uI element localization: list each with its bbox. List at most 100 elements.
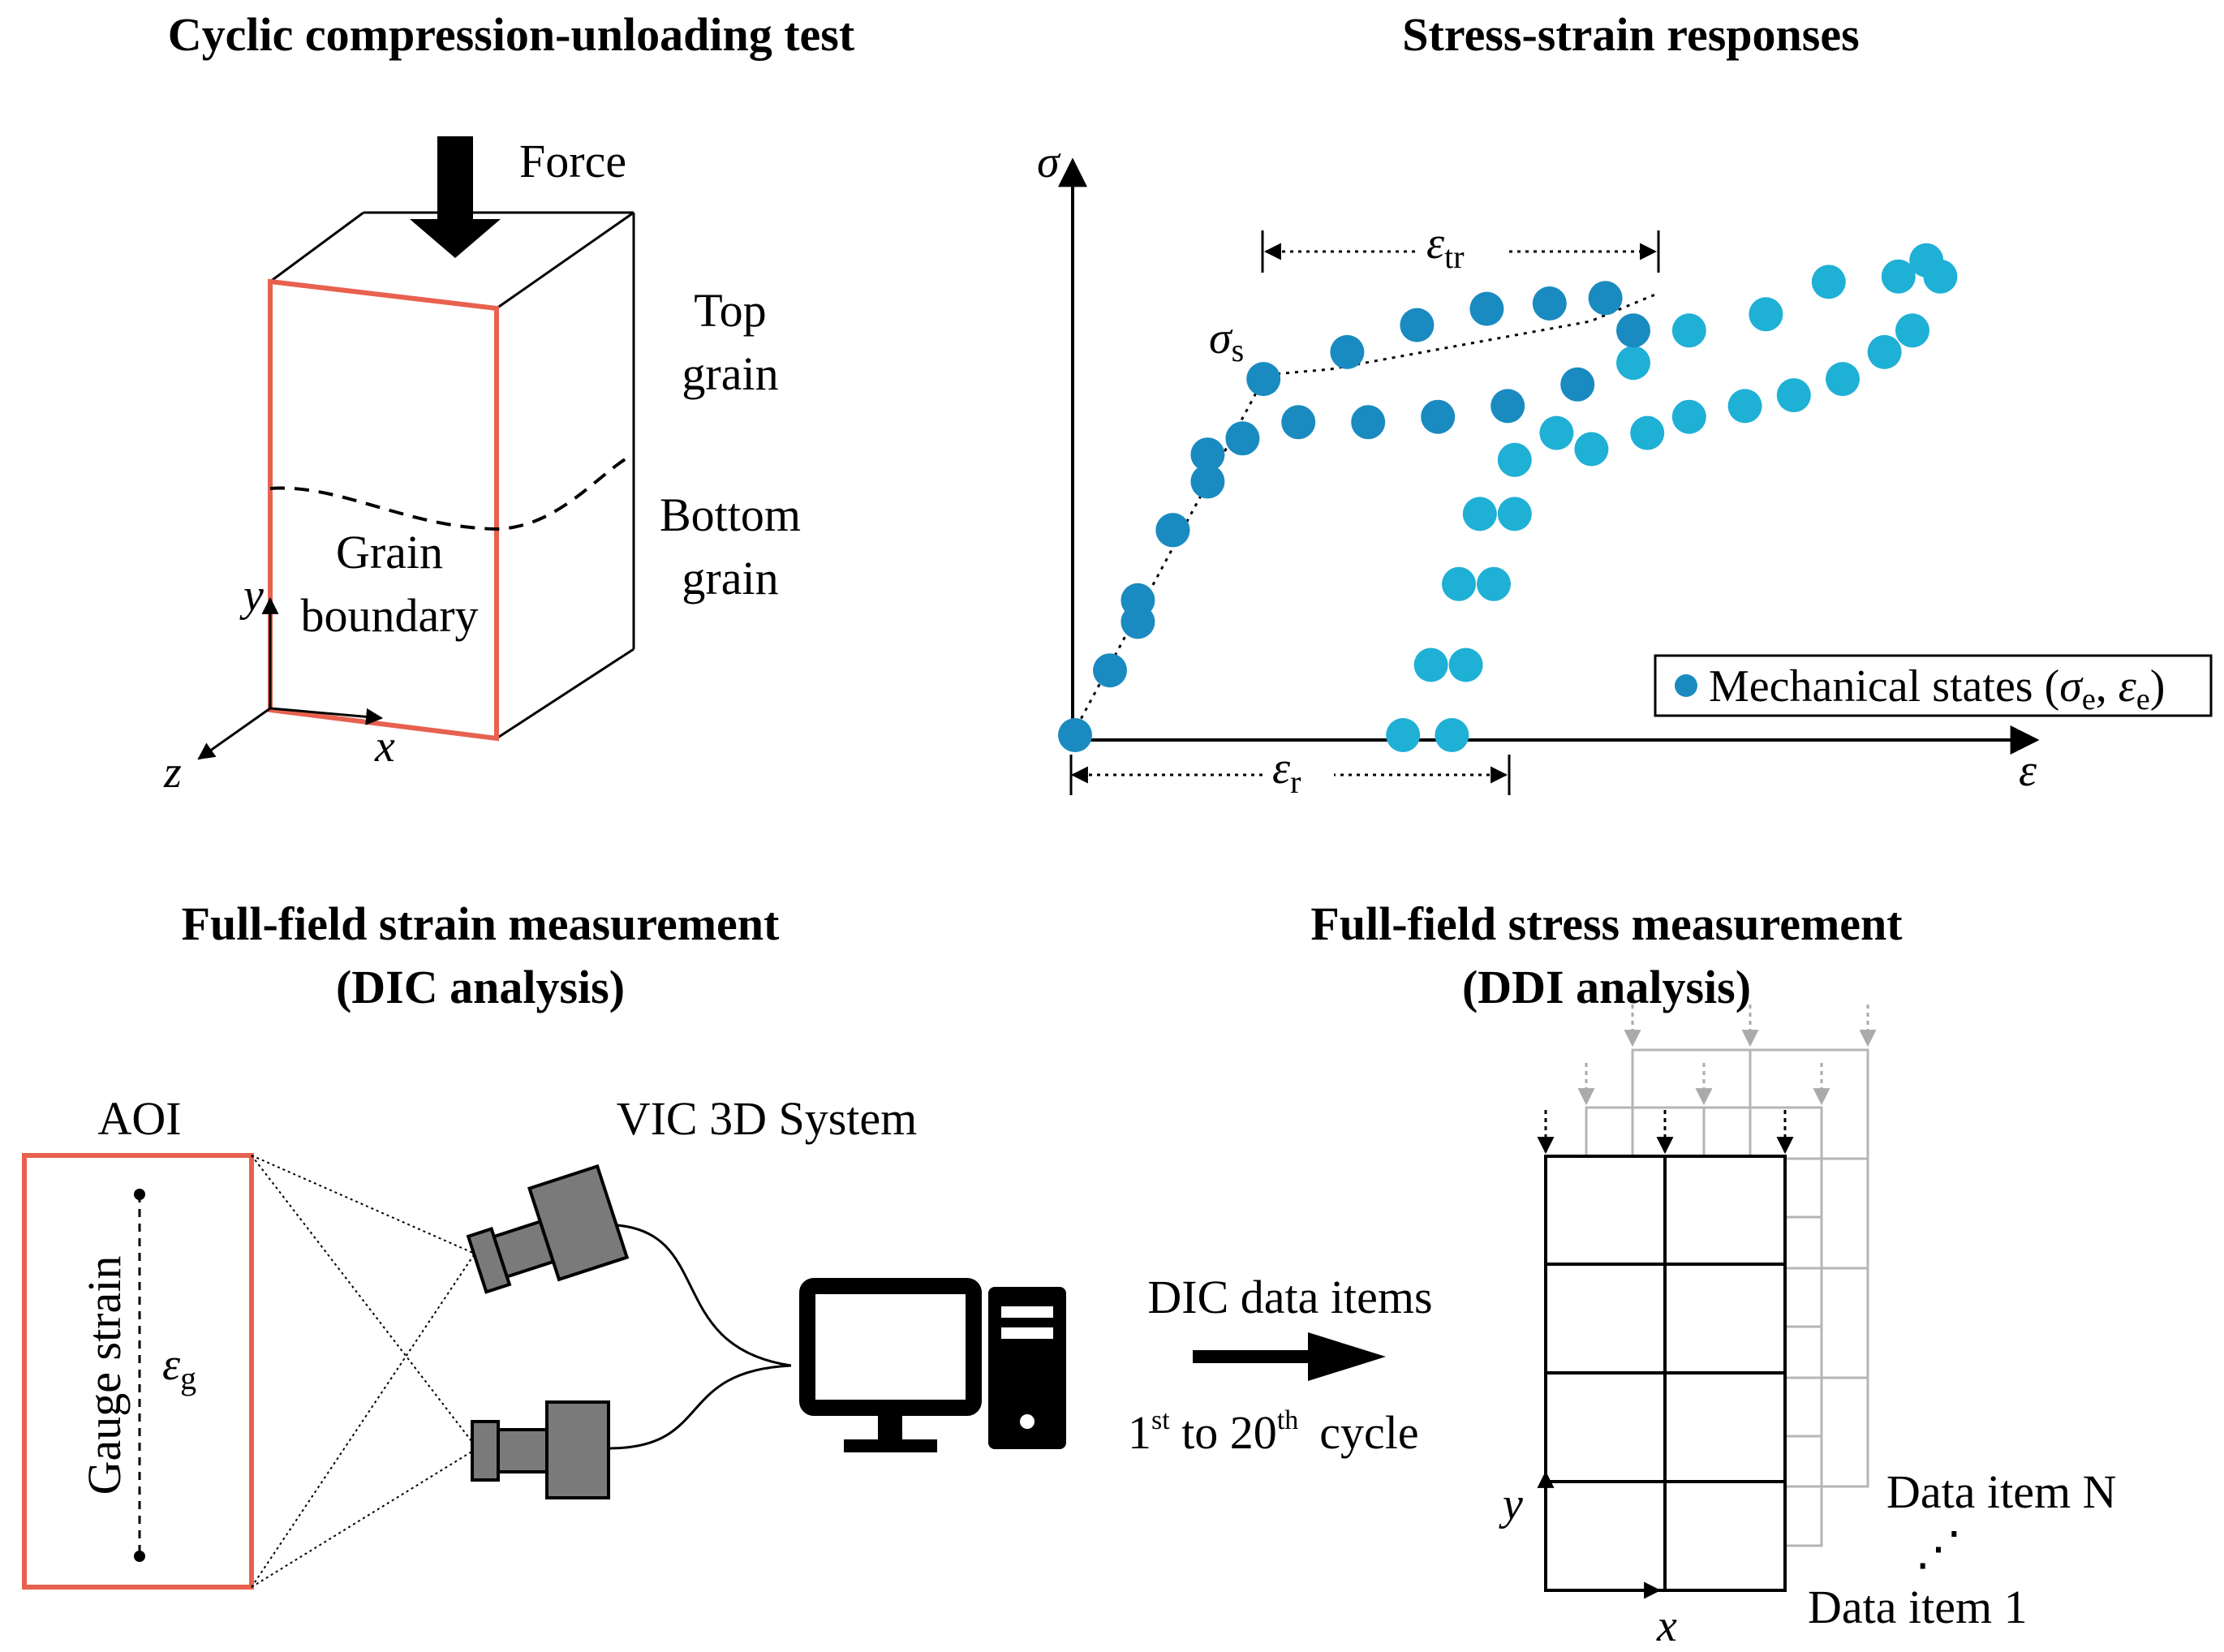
stress-strain-title: Stress-strain responses (1402, 8, 1859, 61)
camera-top-icon (466, 1164, 630, 1294)
mechanical-state-point-light-25 (1616, 346, 1650, 381)
mechanical-state-point-dark-9 (1469, 291, 1504, 326)
mechanical-state-point-dark-16 (1351, 405, 1386, 440)
mechanical-state-point-light-9 (1497, 442, 1532, 477)
specimen-axis-y: y (239, 570, 264, 621)
data-item-1-arrows (1537, 1110, 1794, 1155)
legend-box (1654, 654, 2213, 717)
vic-system-label: VIC 3D System (617, 1092, 918, 1145)
gauge-point-top (134, 1189, 145, 1200)
mechanical-state-point-light-21 (1881, 259, 1916, 294)
sigma-s-label: σs (1209, 313, 1244, 368)
mechanical-state-point-dark-18 (1225, 421, 1260, 456)
bottom-grain-line1: Bottom (660, 488, 801, 541)
gauge-strain-label: Gauge strain (78, 1256, 131, 1495)
bottom-grain-line2: grain (682, 552, 778, 604)
cyclic-test-title: Cyclic compression-unloading test (168, 8, 855, 61)
epsilon-tr-label: εtr (1426, 218, 1465, 275)
mechanical-state-point-light-24 (1671, 313, 1706, 348)
panel-ddi: Full-field stress measurement (DDI analy… (1310, 897, 2116, 1651)
mechanical-state-point-dark-5 (1190, 437, 1225, 472)
force-arrow-icon (410, 136, 501, 258)
loading-envelope (1071, 293, 1656, 735)
mechanical-state-points (1058, 243, 1958, 752)
ddi-title-line1: Full-field stress measurement (1310, 897, 1903, 950)
ddi-axis-y: y (1499, 1479, 1523, 1529)
mechanical-state-point-light-13 (1671, 399, 1706, 434)
mechanical-state-point-light-17 (1867, 334, 1902, 369)
specimen-front-face (268, 278, 499, 742)
legend-text: Mechanical states (σe, εe) (1709, 661, 2165, 716)
epsilon-r-label: εr (1272, 743, 1301, 800)
legend-marker (1675, 674, 1697, 697)
specimen-prism (269, 211, 635, 740)
data-item-1-label: Data item 1 (1808, 1581, 2028, 1633)
computer-icon (799, 1278, 1066, 1452)
mechanical-state-point-dark-12 (1616, 313, 1650, 348)
mechanical-state-point-light-6 (1477, 566, 1511, 601)
ddi-axes (1537, 1470, 1662, 1599)
mechanical-state-point-light-11 (1574, 432, 1609, 467)
mechanical-state-point-light-23 (1749, 297, 1783, 332)
epsilon-g-label: εg (162, 1340, 196, 1396)
mechanical-state-point-dark-21 (1121, 604, 1155, 639)
data-item-n-arrows (1624, 1005, 1877, 1048)
ddi-title-line2: (DDI analysis) (1462, 961, 1751, 1013)
mechanical-state-point-light-1 (1386, 718, 1421, 752)
epsilon-axis-label: ε (2019, 746, 2037, 796)
epsilon-r-label-bg (1263, 746, 1334, 803)
ddi-axis-x: x (1656, 1601, 1677, 1651)
panel-cyclic-test: Cyclic compression-unloading test Force … (163, 8, 855, 798)
grain-boundary-line (269, 453, 635, 531)
mechanical-state-point-dark-14 (1491, 389, 1525, 424)
mechanical-state-point-light-8 (1497, 497, 1532, 531)
dic-title-line1: Full-field strain measurement (182, 897, 780, 950)
specimen-axis-x: x (374, 721, 395, 772)
top-grain-line2: grain (682, 347, 778, 400)
mechanical-state-point-light-2 (1435, 718, 1469, 752)
mechanical-state-point-dark-13 (1560, 367, 1595, 402)
camera-cable-top (616, 1224, 792, 1367)
mechanical-state-point-dark-7 (1330, 334, 1365, 369)
aoi-box (22, 1153, 254, 1590)
mechanical-state-point-light-12 (1630, 415, 1665, 450)
data-item-n-label: Data item N (1886, 1465, 2116, 1518)
mechanical-state-point-light-5 (1442, 566, 1476, 601)
mechanical-state-point-dark-17 (1281, 405, 1316, 440)
top-grain-line1: Top (694, 284, 766, 337)
mechanical-state-point-dark-15 (1421, 399, 1456, 434)
specimen-axis-z: z (163, 747, 182, 798)
mechanical-state-point-dark-2 (1093, 653, 1127, 688)
grain-boundary-label-line1: Grain (336, 526, 443, 579)
aoi-label: AOI (97, 1092, 181, 1145)
mechanical-state-point-light-20 (1909, 243, 1944, 277)
legend: Mechanical states (σe, εe) (1654, 654, 2213, 717)
panel-dic: Full-field strain measurement (DIC analy… (22, 897, 1433, 1590)
specimen-axes (197, 596, 384, 760)
epsilon-tr-label-bg (1417, 217, 1504, 274)
dic-data-items-label: DIC data items (1147, 1271, 1432, 1323)
mechanical-state-point-light-14 (1727, 389, 1762, 424)
mechanical-state-point-light-22 (1811, 265, 1846, 299)
mechanical-state-point-dark-10 (1532, 286, 1567, 321)
data-flow-arrow-icon (1193, 1332, 1386, 1381)
mechanical-state-point-dark-11 (1588, 281, 1623, 316)
data-item-1-grid (1544, 1155, 1787, 1592)
force-label: Force (519, 135, 626, 187)
grain-boundary-label-line2: boundary (300, 589, 478, 642)
dic-title-line2: (DIC analysis) (336, 961, 625, 1013)
sigma-axis-label: σ (1037, 137, 1061, 187)
mechanical-state-point-light-10 (1539, 415, 1574, 450)
mechanical-state-point-light-16 (1826, 362, 1860, 397)
camera-cable-bottom (608, 1364, 792, 1450)
mechanical-state-point-dark-6 (1246, 362, 1281, 397)
mechanical-state-point-light-18 (1895, 313, 1929, 348)
mechanical-state-point-light-15 (1776, 378, 1811, 413)
mechanical-state-point-dark-20 (1155, 513, 1190, 548)
mechanical-state-point-dark-8 (1400, 308, 1435, 342)
gauge-point-bottom (134, 1551, 145, 1562)
camera-bottom-icon (471, 1400, 610, 1499)
data-item-ellipsis: ⋰ (1915, 1522, 1962, 1575)
